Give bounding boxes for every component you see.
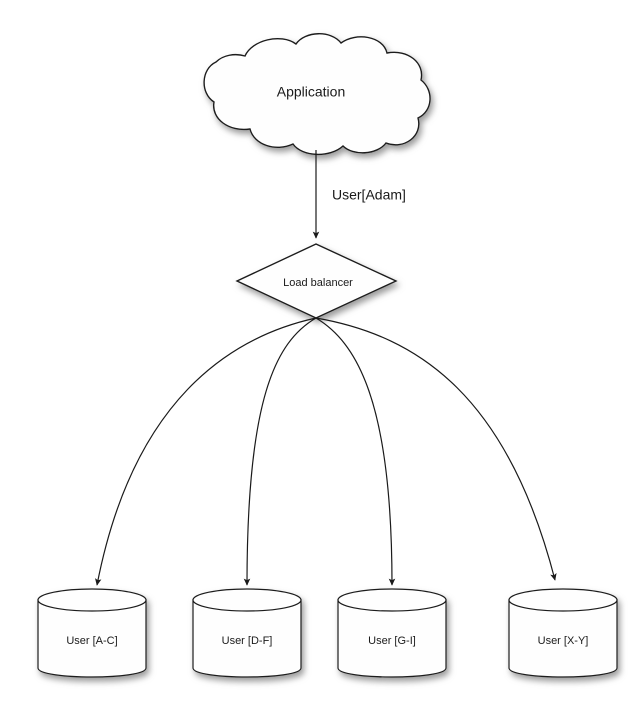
node-application-cloud[interactable]: Application xyxy=(203,33,431,156)
node-database-a-c[interactable]: User [A-C] xyxy=(37,588,147,678)
edge-label-user-adam: User[Adam] xyxy=(332,187,406,203)
edge-curve-d-f xyxy=(243,317,317,586)
edge-load-balancer-to-db-g-i[interactable] xyxy=(315,317,396,586)
database-label: User [X-Y] xyxy=(538,635,589,647)
edge-curve-g-i xyxy=(315,317,396,586)
diamond-label: Load balancer xyxy=(283,277,353,289)
edge-load-balancer-to-db-a-c[interactable] xyxy=(95,317,317,586)
edge-application-to-load-balancer[interactable]: User[Adam] xyxy=(312,150,406,239)
database-label: User [D-F] xyxy=(222,635,273,647)
node-database-x-y[interactable]: User [X-Y] xyxy=(508,588,618,678)
node-database-d-f[interactable]: User [D-F] xyxy=(192,588,302,678)
edge-load-balancer-to-db-d-f[interactable] xyxy=(243,317,317,586)
database-label: User [G-I] xyxy=(368,635,416,647)
cloud-label: Application xyxy=(277,84,346,100)
edge-curve-a-c xyxy=(95,317,317,586)
edge-load-balancer-to-db-x-y[interactable] xyxy=(315,317,557,581)
database-label: User [A-C] xyxy=(66,635,117,647)
node-database-g-i[interactable]: User [G-I] xyxy=(337,588,447,678)
node-load-balancer-diamond[interactable]: Load balancer xyxy=(235,243,398,319)
edge-curve-x-y xyxy=(315,317,557,581)
